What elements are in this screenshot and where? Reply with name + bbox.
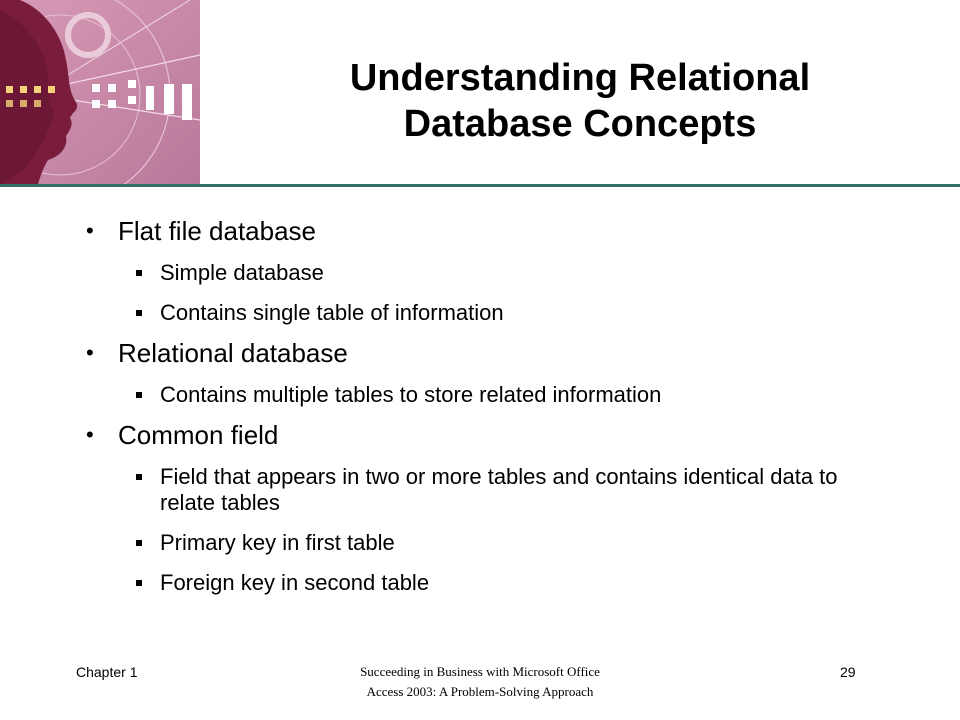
square-bullet-icon <box>136 474 142 480</box>
footer-page-number: 29 <box>840 664 856 680</box>
sub-bullet-text: Contains multiple tables to store relate… <box>160 382 662 407</box>
sub-bullet-item: Contains single table of information <box>80 300 880 326</box>
square-bullet-icon <box>136 310 142 316</box>
sub-bullet-item: Foreign key in second table <box>80 570 880 596</box>
bullet-item: • Flat file database <box>80 216 880 246</box>
square-bullet-icon <box>136 270 142 276</box>
sub-bullet-text: Simple database <box>160 260 324 285</box>
bullet-text: Flat file database <box>118 216 317 246</box>
square-bullet-icon <box>136 540 142 546</box>
bullet-dot-icon: • <box>86 340 94 365</box>
footer-course-line-2: Access 2003: A Problem-Solving Approach <box>366 684 594 699</box>
square-bullet-icon <box>136 392 142 398</box>
sub-bullet-text: Field that appears in two or more tables… <box>160 464 838 515</box>
footer-course-title: Succeeding in Business with Microsoft Of… <box>290 662 670 702</box>
sub-bullet-item: Simple database <box>80 260 880 286</box>
sub-bullet-item: Field that appears in two or more tables… <box>80 464 880 516</box>
sub-bullet-text: Primary key in first table <box>160 530 395 555</box>
sub-bullet-item: Primary key in first table <box>80 530 880 556</box>
bullet-list: • Flat file database Simple database Con… <box>80 210 880 596</box>
title-divider <box>0 184 960 187</box>
sub-bullet-text: Foreign key in second table <box>160 570 430 595</box>
footer-chapter: Chapter 1 <box>76 664 138 680</box>
bullet-item: • Common field <box>80 420 880 450</box>
sub-bullet-text: Contains single table of information <box>160 300 504 325</box>
footer-course-line-1: Succeeding in Business with Microsoft Of… <box>360 664 600 679</box>
bullet-dot-icon: • <box>86 422 94 447</box>
bullet-item: • Relational database <box>80 338 880 368</box>
title-line-1: Understanding Relational <box>349 57 811 99</box>
sub-bullet-item: Contains multiple tables to store relate… <box>80 382 880 408</box>
bullet-dot-icon: • <box>86 218 94 243</box>
slide-title: Understanding Relational Database Concep… <box>230 55 930 147</box>
bullet-text: Relational database <box>118 338 348 368</box>
title-line-2: Database Concepts <box>403 103 757 145</box>
head-silhouette-logo-icon <box>0 0 200 184</box>
bullet-text: Common field <box>118 420 279 450</box>
square-bullet-icon <box>136 580 142 586</box>
